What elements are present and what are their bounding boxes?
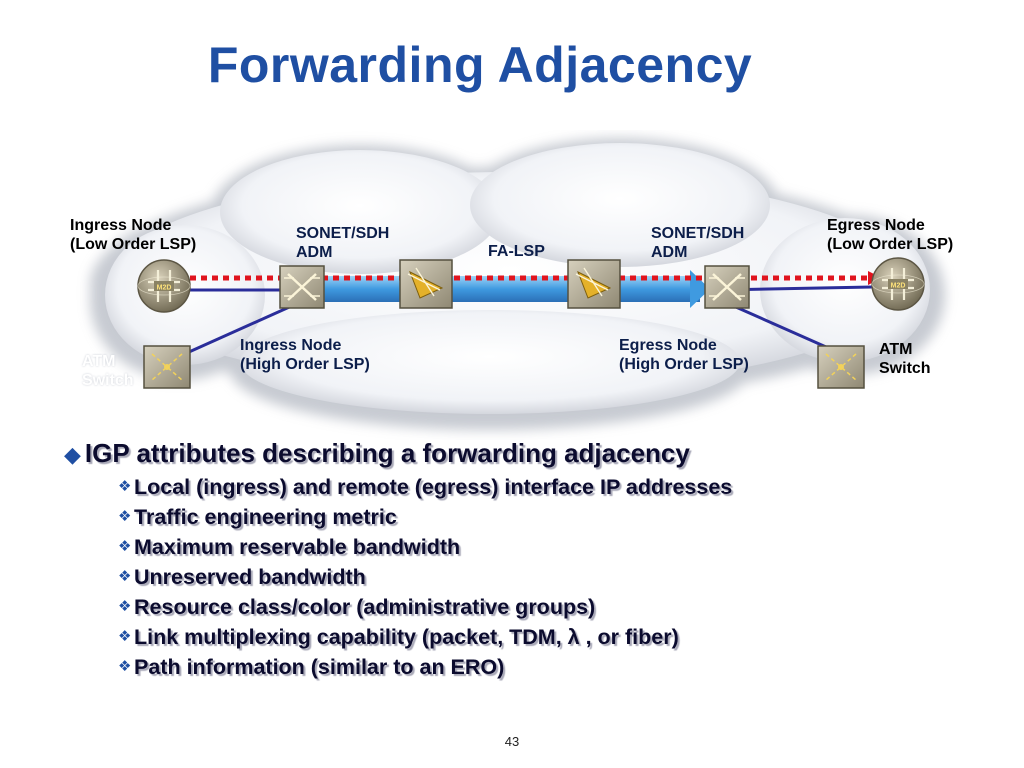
label-line: (Low Order LSP) bbox=[70, 236, 197, 253]
router-badge-text: M2D bbox=[157, 285, 172, 292]
atm-switch-left-icon bbox=[143, 345, 191, 389]
slide-title: Forwarding Adjacency bbox=[207, 37, 753, 93]
label-line: (Low Order LSP) bbox=[827, 236, 954, 253]
clover-bullet-icon: ❖ bbox=[118, 658, 132, 675]
diamond-bullet-icon: ◆ bbox=[64, 442, 81, 467]
sonet-adm-right-icon bbox=[704, 265, 750, 309]
network-diagram: M2D M2D bbox=[60, 130, 960, 440]
label-line: ADM bbox=[296, 244, 333, 261]
clover-bullet-icon: ❖ bbox=[118, 508, 132, 525]
label-ingress-high-order: Ingress Node (High Order LSP) bbox=[240, 336, 370, 374]
label-line: Ingress Node bbox=[70, 217, 172, 234]
router-badge-text: M2D bbox=[891, 283, 906, 290]
label-line: Ingress Node bbox=[240, 337, 342, 354]
sub-bullet-text: Unreserved bandwidth bbox=[134, 565, 366, 589]
clover-bullet-icon: ❖ bbox=[118, 628, 132, 645]
label-line: SONET/SDH bbox=[296, 225, 390, 242]
label-egress-low-order: Egress Node (Low Order LSP) bbox=[827, 216, 953, 254]
egress-router-icon: M2D bbox=[871, 257, 925, 311]
sub-bullet-text: Traffic engineering metric bbox=[134, 505, 397, 529]
bullet-list: ◆IGP attributes describing a forwarding … bbox=[64, 436, 964, 682]
sonet-adm-left-icon bbox=[279, 265, 325, 309]
sub-bullet-text: Resource class/color (administrative gro… bbox=[134, 595, 596, 619]
label-egress-high-order: Egress Node (High Order LSP) bbox=[619, 336, 749, 374]
main-bullet: ◆IGP attributes describing a forwarding … bbox=[64, 436, 964, 472]
clover-bullet-icon: ❖ bbox=[118, 538, 132, 555]
sub-bullet: ❖ Traffic engineering metric bbox=[118, 502, 964, 532]
sub-bullet: ❖ Path information (similar to an ERO) bbox=[118, 652, 964, 682]
sub-bullet: ❖ Maximum reservable bandwidth bbox=[118, 532, 964, 562]
sub-bullet-text: Path information (similar to an ERO) bbox=[134, 655, 505, 679]
label-ingress-low-order: Ingress Node (Low Order LSP) bbox=[70, 216, 196, 254]
label-line: ATM bbox=[82, 353, 116, 370]
label-atm-switch-right: ATM Switch bbox=[879, 340, 931, 378]
optical-switch-left-icon bbox=[399, 259, 453, 309]
sub-bullet: ❖ Unreserved bandwidth bbox=[118, 562, 964, 592]
network-diagram-svg: M2D M2D bbox=[90, 138, 945, 430]
ingress-router-icon: M2D bbox=[137, 259, 191, 313]
sub-bullet: ❖ Local (ingress) and remote (egress) in… bbox=[118, 472, 964, 502]
label-line: Switch bbox=[82, 372, 134, 389]
label-line: Egress Node bbox=[619, 337, 717, 354]
label-line: (High Order LSP) bbox=[619, 356, 749, 373]
label-sonet-adm-left: SONET/SDH ADM bbox=[296, 224, 389, 262]
atm-switch-right-icon bbox=[817, 345, 865, 389]
clover-bullet-icon: ❖ bbox=[118, 598, 132, 615]
clover-bullet-icon: ❖ bbox=[118, 478, 132, 495]
label-line: (High Order LSP) bbox=[240, 356, 370, 373]
page-number: 43 bbox=[504, 734, 520, 749]
label-sonet-adm-right: SONET/SDH ADM bbox=[651, 224, 744, 262]
sub-bullet-text: Maximum reservable bandwidth bbox=[134, 535, 461, 559]
sub-bullet-text: Local (ingress) and remote (egress) inte… bbox=[134, 475, 733, 499]
label-line: Switch bbox=[879, 360, 931, 377]
label-fa-lsp: FA-LSP bbox=[488, 243, 545, 260]
label-line: Egress Node bbox=[827, 217, 925, 234]
label-atm-switch-left: ATM Switch bbox=[82, 352, 134, 390]
sub-bullet: ❖ Link multiplexing capability (packet, … bbox=[118, 622, 964, 652]
main-bullet-text: IGP attributes describing a forwarding a… bbox=[84, 438, 690, 468]
optical-switch-right-icon bbox=[567, 259, 621, 309]
label-line: ATM bbox=[879, 341, 913, 358]
clover-bullet-icon: ❖ bbox=[118, 568, 132, 585]
label-line: ADM bbox=[651, 244, 688, 261]
label-line: SONET/SDH bbox=[651, 225, 745, 242]
sub-bullet: ❖ Resource class/color (administrative g… bbox=[118, 592, 964, 622]
sub-bullet-text: Link multiplexing capability (packet, TD… bbox=[134, 625, 679, 649]
